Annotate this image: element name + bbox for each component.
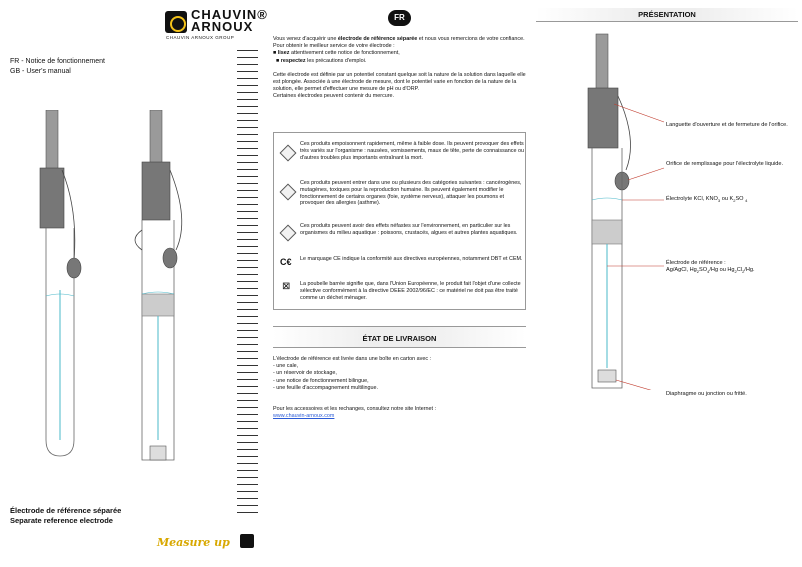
- intro-p1: Vous venez d'acquérir une électrode de r…: [273, 36, 525, 42]
- intro-p4: Certaines électrodes peuvent contenir du…: [273, 93, 395, 100]
- brand-line-2: ARNOUX: [191, 19, 254, 34]
- electrode-diagram: [587, 33, 665, 390]
- annotation-diaphragm: Diaphragme ou jonction ou fritté.: [666, 391, 747, 397]
- fold-guide-lines: [237, 50, 258, 515]
- delivery-item: - une feuille d'accompagnement multiling…: [273, 384, 379, 391]
- manual-gb: GB - User's manual: [10, 68, 71, 75]
- ce-mark-icon: C€: [280, 257, 292, 267]
- delivery-item: - une cale,: [273, 363, 299, 370]
- product-title: Électrode de référence séparée Separate …: [10, 506, 121, 526]
- crossed-bin-icon: ⊠: [282, 281, 291, 292]
- intro-bullet-1: ■ lisez attentivement cette notice de fo…: [273, 50, 400, 57]
- annotation-electrolyte: Électrolyte KCl, KNO3 ou K2SO 4: [666, 196, 748, 204]
- language-badge: FR: [388, 10, 411, 26]
- intro-text: Vous venez d'acquérir une électrode de r…: [273, 36, 526, 101]
- section-presentation-heading: PRÉSENTATION: [536, 8, 798, 22]
- product-title-fr: Électrode de référence séparée: [10, 506, 122, 515]
- brand-logo: CHAUVIN® ARNOUX: [191, 7, 268, 34]
- manual-languages: FR - Notice de fonctionnement GB - User'…: [10, 57, 105, 77]
- slogan: Measure up: [157, 536, 230, 549]
- manual-fr: FR - Notice de fonctionnement: [10, 58, 105, 65]
- environment-hazard-icon: [279, 224, 297, 242]
- delivery-intro: L'électrode de référence est livrée dans…: [273, 356, 432, 362]
- delivery-item: - un réservoir de stockage,: [273, 370, 337, 377]
- annotation-fill-hole: Orifice de remplissage pour l'électrolyt…: [666, 161, 784, 167]
- annotation-reference-electrode: Électrode de référence : Ag/AgCl, Hg2SO4…: [666, 260, 755, 275]
- electrode-illustration-right: [134, 110, 183, 461]
- delivery-item: - une notice de fonctionnement bilingue,: [273, 377, 369, 384]
- product-title-gb: Separate reference electrode: [10, 516, 113, 525]
- electrode-illustrations: [39, 110, 183, 461]
- brand-mark-icon: [240, 534, 254, 548]
- intro-bullet-2: ■ respectez les précautions d'emploi.: [273, 57, 367, 64]
- brand-group: CHAUVIN ARNOUX GROUP: [166, 35, 235, 40]
- annotation-tab: Languette d'ouverture et de fermeture de…: [666, 122, 788, 128]
- electrode-illustration-left: [39, 110, 82, 457]
- accessories-text: Pour les accessoires et les rechanges, c…: [273, 406, 437, 413]
- health-hazard-icon: [279, 183, 297, 201]
- brand-logo-icon: [165, 11, 187, 33]
- hazard-warnings: Ces produits empoisonnent rapidement, mê…: [273, 132, 526, 310]
- website-link[interactable]: www.chauvin-arnoux.com: [273, 413, 335, 420]
- brand-line-1: CHAUVIN®: [191, 7, 268, 22]
- toxic-icon: [279, 144, 297, 162]
- section-delivery-heading: ÉTAT DE LIVRAISON: [273, 326, 526, 348]
- intro-p3: Cette électrode est définie par un poten…: [273, 71, 526, 93]
- delivery-text: L'électrode de référence est livrée dans…: [273, 356, 526, 420]
- intro-p2: Pour obtenir le meilleur service de votr…: [273, 43, 395, 50]
